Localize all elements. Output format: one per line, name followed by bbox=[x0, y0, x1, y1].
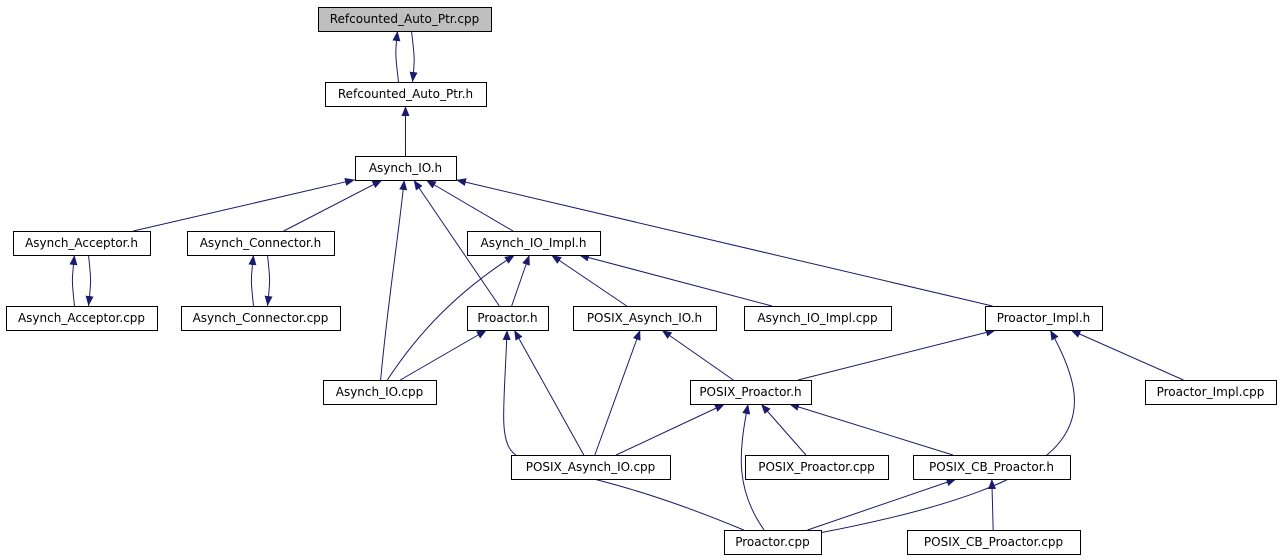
node-box[interactable] bbox=[744, 306, 892, 331]
node-box[interactable] bbox=[1145, 380, 1277, 405]
node-refcounted-cpp[interactable]: Refcounted_Auto_Ptr.cpp bbox=[318, 7, 492, 32]
node-posix-proactor-cpp[interactable]: POSIX_Proactor.cpp bbox=[745, 455, 889, 480]
node-label: Asynch_Connector.h bbox=[200, 236, 322, 250]
node-label: Asynch_IO_Impl.cpp bbox=[757, 311, 877, 325]
node-label: Asynch_IO.cpp bbox=[336, 385, 424, 399]
edge-posix_proactor_h-to-posix_asynch_io_h bbox=[661, 329, 734, 381]
node-proactor-impl-h[interactable]: Proactor_Impl.h bbox=[985, 306, 1103, 331]
node-label: Asynch_IO.h bbox=[369, 161, 442, 175]
node-layer: Refcounted_Auto_Ptr.cppRefcounted_Auto_P… bbox=[6, 7, 1277, 555]
node-label: Proactor.h bbox=[477, 311, 537, 325]
node-io-impl-h[interactable]: Asynch_IO_Impl.h bbox=[467, 231, 601, 256]
edge-acceptor_h-to-asynch_io_h bbox=[133, 178, 356, 232]
node-label: Proactor_Impl.cpp bbox=[1157, 385, 1265, 399]
node-label: Asynch_Connector.cpp bbox=[193, 311, 329, 325]
edge-posix_proactor_cpp-to-posix_proactor_h bbox=[760, 403, 807, 456]
node-connector-h[interactable]: Asynch_Connector.h bbox=[187, 231, 335, 256]
edge-asynch_io_cpp-to-io_impl_h bbox=[386, 254, 516, 381]
edge-connector_cpp-to-connector_h bbox=[248, 254, 257, 307]
edge-io_impl_cpp-to-io_impl_h bbox=[578, 253, 773, 307]
node-box[interactable] bbox=[325, 82, 487, 107]
edge-refcounted_cpp-to-refcounted_h bbox=[409, 30, 418, 83]
edge-asynch_io_cpp-to-asynch_io_h bbox=[380, 179, 408, 381]
node-label: Asynch_Acceptor.h bbox=[25, 236, 138, 250]
node-acceptor-h[interactable]: Asynch_Acceptor.h bbox=[13, 231, 151, 256]
node-box[interactable] bbox=[181, 306, 341, 331]
node-asynch-io-h[interactable]: Asynch_IO.h bbox=[355, 156, 457, 181]
edge-acceptor_h-to-acceptor_cpp bbox=[85, 254, 94, 307]
edge-proactor_cpp-to-proactor_impl_h bbox=[820, 329, 1075, 534]
node-posix-asynch-io-h[interactable]: POSIX_Asynch_IO.h bbox=[573, 306, 717, 331]
node-posix-cb-proactor-cpp[interactable]: POSIX_CB_Proactor.cpp bbox=[907, 530, 1081, 555]
node-box[interactable] bbox=[467, 231, 601, 256]
node-proactor-h[interactable]: Proactor.h bbox=[467, 306, 549, 331]
node-box[interactable] bbox=[6, 306, 158, 331]
node-box[interactable] bbox=[187, 231, 335, 256]
node-box[interactable] bbox=[907, 530, 1081, 555]
edge-proactor_h-to-asynch_io_h bbox=[413, 179, 500, 307]
edge-io_impl_h-to-asynch_io_h bbox=[425, 179, 514, 232]
node-label: POSIX_Proactor.h bbox=[699, 385, 801, 399]
edge-proactor_impl_cpp-to-proactor_impl_h bbox=[1070, 329, 1184, 381]
node-label: POSIX_Proactor.cpp bbox=[758, 460, 875, 474]
node-box[interactable] bbox=[318, 7, 492, 32]
node-box[interactable] bbox=[573, 306, 717, 331]
node-box[interactable] bbox=[745, 455, 889, 480]
node-label: POSIX_Asynch_IO.cpp bbox=[526, 460, 656, 474]
node-box[interactable] bbox=[690, 380, 812, 405]
node-label: Asynch_Acceptor.cpp bbox=[18, 311, 145, 325]
node-box[interactable] bbox=[511, 455, 671, 480]
node-label: Asynch_IO_Impl.h bbox=[481, 236, 587, 250]
node-label: Proactor_Impl.h bbox=[997, 311, 1091, 325]
node-box[interactable] bbox=[13, 231, 151, 256]
node-asynch-io-cpp[interactable]: Asynch_IO.cpp bbox=[323, 380, 437, 405]
edge-proactor_h-to-io_impl_h bbox=[511, 254, 530, 307]
node-box[interactable] bbox=[467, 306, 549, 331]
edge-connector_h-to-connector_cpp bbox=[264, 254, 273, 307]
node-label: Refcounted_Auto_Ptr.cpp bbox=[330, 12, 480, 26]
edge-posix_cb_proactor_h-to-posix_proactor_h bbox=[788, 403, 954, 456]
node-box[interactable] bbox=[985, 306, 1103, 331]
edge-posix_asynch_io_h-to-io_impl_h bbox=[550, 254, 628, 307]
node-label: Proactor.cpp bbox=[735, 535, 810, 549]
node-box[interactable] bbox=[913, 455, 1071, 480]
node-label: POSIX_CB_Proactor.cpp bbox=[924, 535, 1063, 549]
node-posix-cb-proactor-h[interactable]: POSIX_CB_Proactor.h bbox=[913, 455, 1071, 480]
node-io-impl-cpp[interactable]: Asynch_IO_Impl.cpp bbox=[744, 306, 892, 331]
edge-posix_asynch_io_cpp-to-posix_asynch_io_h bbox=[594, 329, 641, 456]
node-box[interactable] bbox=[323, 380, 437, 405]
edge-refcounted_h-to-refcounted_cpp bbox=[392, 30, 401, 83]
node-posix-asynch-io-cpp[interactable]: POSIX_Asynch_IO.cpp bbox=[511, 455, 671, 480]
edge-asynch_io_cpp-to-proactor_h bbox=[400, 329, 487, 381]
edge-proactor_impl_h-to-asynch_io_h bbox=[455, 178, 993, 307]
edge-proactor_cpp-to-posix_cb_proactor_h bbox=[807, 478, 957, 531]
edge-layer bbox=[69, 30, 1184, 534]
node-acceptor-cpp[interactable]: Asynch_Acceptor.cpp bbox=[6, 306, 158, 331]
node-refcounted-h[interactable]: Refcounted_Auto_Ptr.h bbox=[325, 82, 487, 107]
node-box[interactable] bbox=[355, 156, 457, 181]
node-proactor-impl-cpp[interactable]: Proactor_Impl.cpp bbox=[1145, 380, 1277, 405]
node-posix-proactor-h[interactable]: POSIX_Proactor.h bbox=[690, 380, 812, 405]
node-label: POSIX_CB_Proactor.h bbox=[929, 460, 1054, 474]
node-label: POSIX_Asynch_IO.h bbox=[587, 311, 702, 325]
edge-posix_asynch_io_cpp-to-proactor_h bbox=[513, 329, 585, 456]
edge-posix_proactor_h-to-proactor_impl_h bbox=[797, 328, 997, 381]
edge-posix_cb_proactor_cpp-to-posix_cb_proactor_h bbox=[988, 478, 997, 531]
node-connector-cpp[interactable]: Asynch_Connector.cpp bbox=[181, 306, 341, 331]
edge-proactor_cpp-to-proactor_h bbox=[502, 329, 744, 531]
edge-connector_h-to-asynch_io_h bbox=[283, 179, 383, 232]
edge-proactor_cpp-to-posix_proactor_h bbox=[740, 403, 765, 531]
node-label: Refcounted_Auto_Ptr.h bbox=[338, 87, 473, 101]
node-proactor-cpp[interactable]: Proactor.cpp bbox=[724, 530, 822, 555]
edge-posix_asynch_io_cpp-to-posix_proactor_h bbox=[615, 403, 726, 456]
edge-acceptor_cpp-to-acceptor_h bbox=[69, 254, 78, 307]
node-box[interactable] bbox=[724, 530, 822, 555]
